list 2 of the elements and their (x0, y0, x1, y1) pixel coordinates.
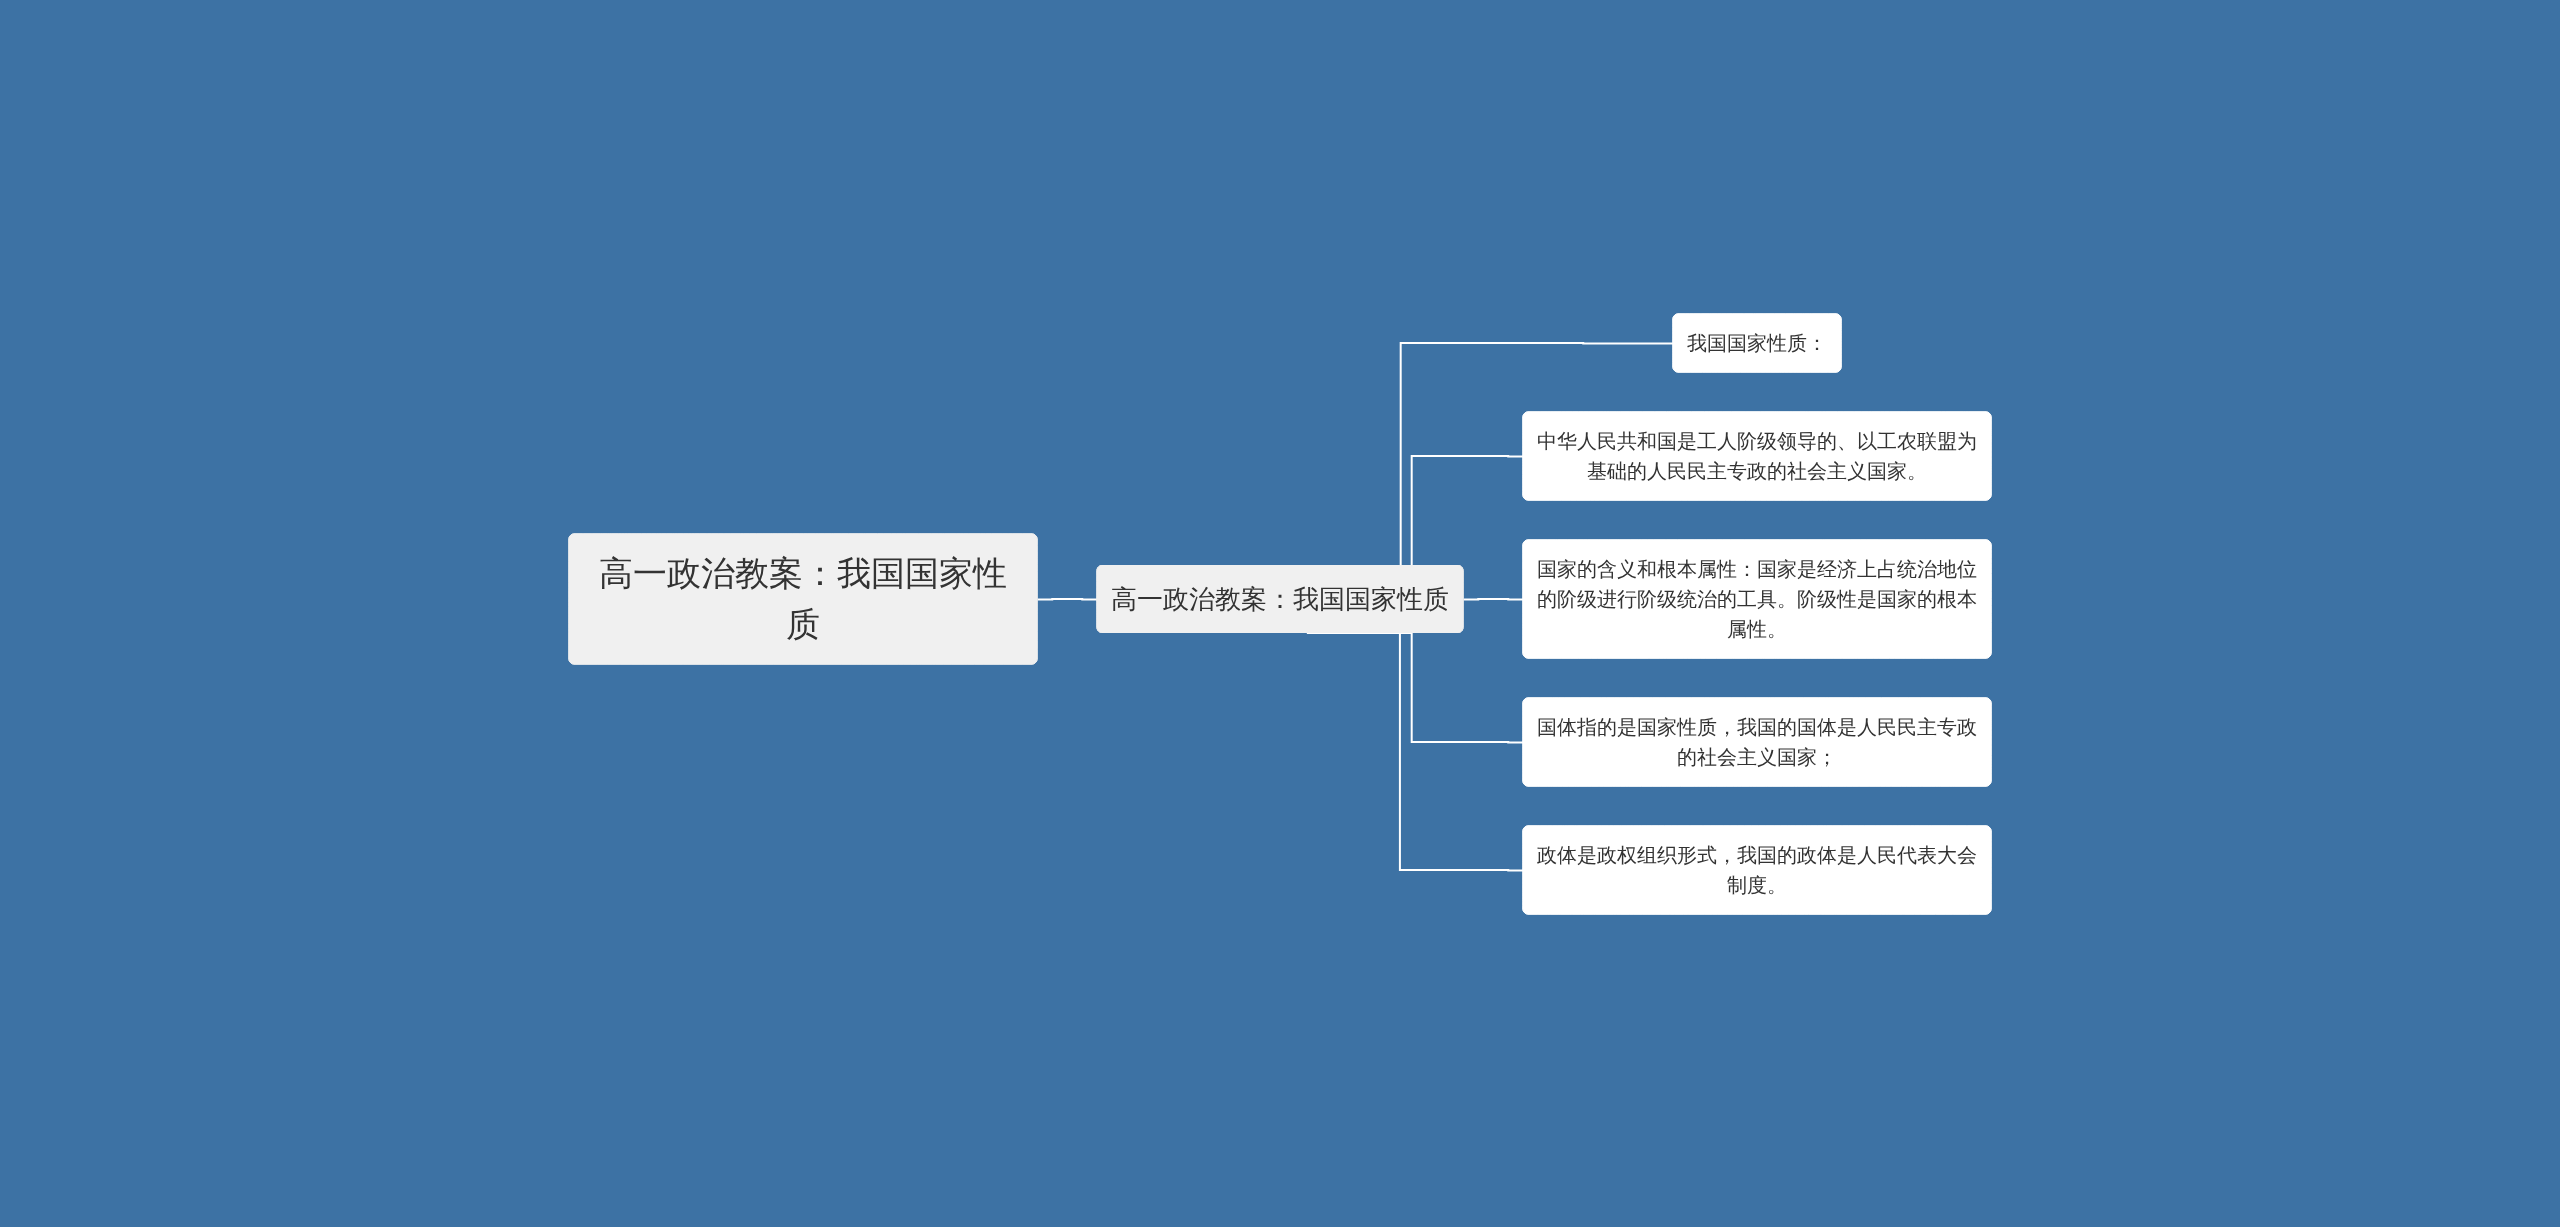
connector (1036, 597, 1099, 600)
connector (1462, 597, 1525, 600)
